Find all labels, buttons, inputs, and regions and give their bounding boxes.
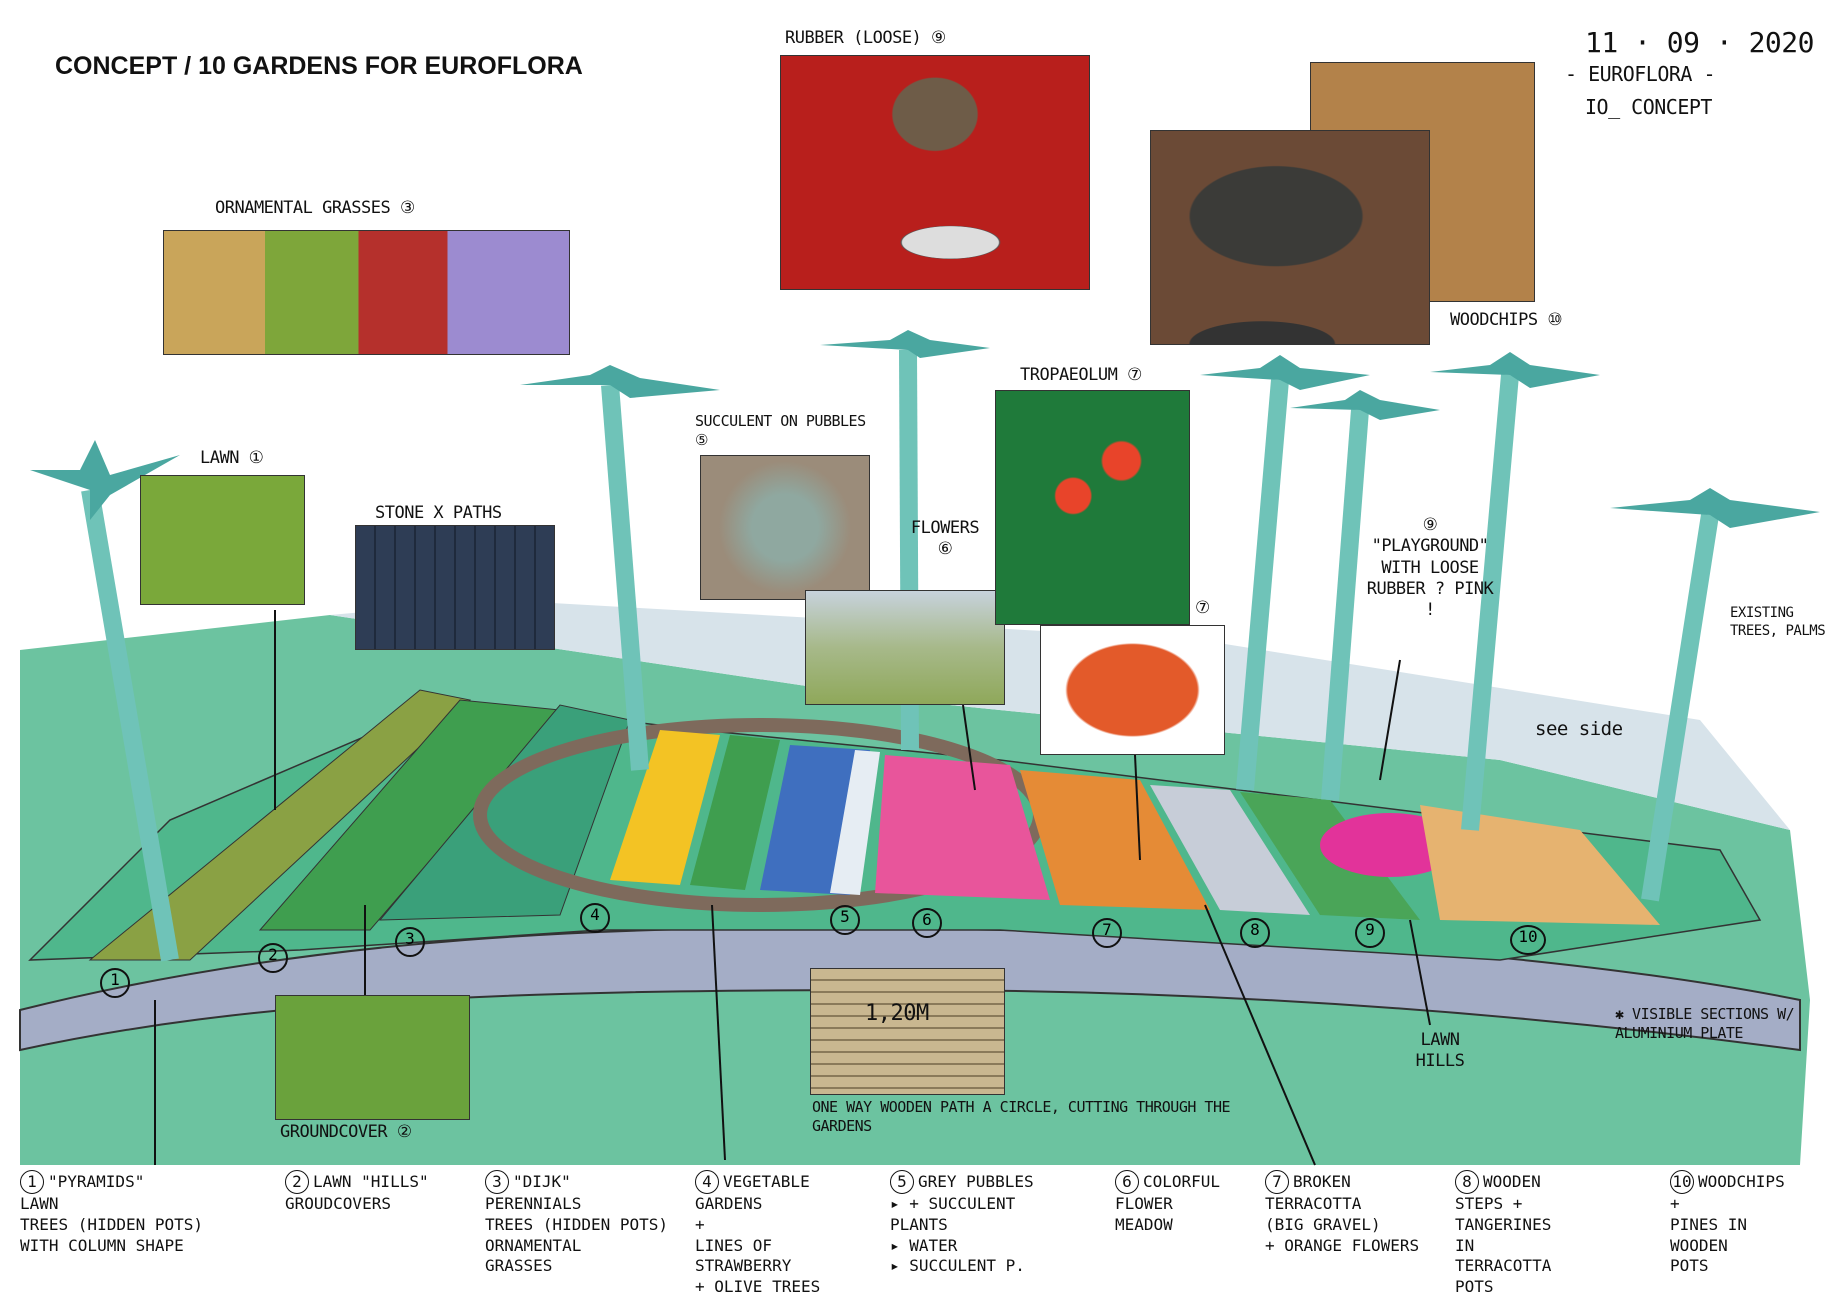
legend-text: LAWN "HILLS" GROUDCOVERS bbox=[285, 1172, 429, 1213]
label-terracotta: ⑦ bbox=[1195, 598, 1210, 618]
zone-number: 8 bbox=[1240, 918, 1270, 948]
palm-trees bbox=[81, 349, 1719, 962]
legend-number: 4 bbox=[695, 1170, 719, 1194]
label-rubber: RUBBER (LOOSE) ⑨ bbox=[785, 28, 946, 48]
photo-wooden-path bbox=[810, 968, 1005, 1095]
zone-6-pink bbox=[875, 755, 1050, 900]
legend-number: 5 bbox=[890, 1170, 914, 1194]
zone-1-pyramids bbox=[88, 689, 472, 961]
zone-number: 7 bbox=[1092, 918, 1122, 948]
label-flowers: FLOWERS ⑥ bbox=[910, 518, 980, 560]
photo-rubber-loose bbox=[780, 55, 1090, 290]
date: 11 · 09 · 2020 bbox=[1585, 26, 1815, 59]
legend-text: COLORFUL FLOWER MEADOW bbox=[1115, 1172, 1221, 1234]
photo-succulent bbox=[700, 455, 870, 600]
photo-ornamental-grasses bbox=[163, 230, 570, 355]
zone-number: 9 bbox=[1355, 918, 1385, 948]
legend-text: VEGETABLE GARDENS + LINES OF STRAWBERRY … bbox=[695, 1172, 821, 1297]
legend-text: GREY PUBBLES ▸ + SUCCULENT PLANTS ▸ WATE… bbox=[890, 1172, 1034, 1276]
zone-number: 1 bbox=[100, 968, 130, 998]
legend-number: 10 bbox=[1670, 1170, 1694, 1194]
zone-8-grey bbox=[1150, 785, 1310, 915]
legend-text: WOODCHIPS + PINES IN WOODEN POTS bbox=[1670, 1172, 1785, 1276]
label-tropaeolum: TROPAEOLUM ⑦ bbox=[1020, 365, 1142, 385]
legend-text: BROKEN TERRACOTTA (BIG GRAVEL) + ORANGE … bbox=[1265, 1172, 1420, 1255]
note-lawn-hills: LAWN HILLS bbox=[1415, 1030, 1465, 1072]
zone-number: 3 bbox=[395, 927, 425, 957]
photo-stone-paths bbox=[355, 525, 555, 650]
zone-4-yellow bbox=[610, 730, 720, 885]
note-playground: ⑨ "PLAYGROUND" WITH LOOSE RUBBER ? PINK … bbox=[1366, 515, 1494, 620]
legend-number: 2 bbox=[285, 1170, 309, 1194]
label-succulent: SUCCULENT ON PUBBLES ⑤ bbox=[695, 412, 866, 449]
photo-flower-meadow bbox=[805, 590, 1005, 705]
page-title: CONCEPT / 10 GARDENS FOR EUROFLORA bbox=[55, 52, 583, 80]
legend-number: 1 bbox=[20, 1170, 44, 1194]
label-woodchips: WOODCHIPS ⑩ bbox=[1450, 310, 1563, 330]
zone-10-woodchips bbox=[1420, 805, 1660, 925]
photo-lawn bbox=[140, 475, 305, 605]
photo-tropaeolum bbox=[995, 390, 1190, 625]
legend-text: "DIJK" PERENNIALS TREES (HIDDEN POTS) OR… bbox=[485, 1172, 669, 1276]
legend-number: 7 bbox=[1265, 1170, 1289, 1194]
legend-text: "PYRAMIDS" LAWN TREES (HIDDEN POTS) WITH… bbox=[20, 1172, 204, 1255]
label-grasses: ORNAMENTAL GRASSES ③ bbox=[215, 198, 415, 218]
annotation-arrows bbox=[154, 610, 1431, 1166]
note-visible-sections: ✱ VISIBLE SECTIONS W/ ALUMINIUM PLATE bbox=[1615, 1005, 1795, 1042]
legend-number: 8 bbox=[1455, 1170, 1479, 1194]
label-groundcover: GROUNDCOVER ② bbox=[280, 1122, 412, 1142]
zone-7-orange bbox=[1020, 770, 1210, 910]
label-stone-paths: STONE X PATHS bbox=[375, 503, 502, 523]
legend-item-1: 1"PYRAMIDS" LAWN TREES (HIDDEN POTS) WIT… bbox=[20, 1170, 203, 1256]
note-see-side: see side bbox=[1535, 718, 1623, 740]
label-lawn: LAWN ① bbox=[200, 448, 264, 468]
header-note-2: IO_ CONCEPT bbox=[1585, 95, 1712, 119]
zone-number: 5 bbox=[830, 905, 860, 935]
path-width: 1,20m bbox=[865, 1001, 929, 1026]
legend-number: 3 bbox=[485, 1170, 509, 1194]
photo-broken-terracotta bbox=[1040, 625, 1225, 755]
legend-text: WOODEN STEPS + TANGERINES IN TERRACOTTA … bbox=[1455, 1172, 1552, 1297]
zone-number: 10 bbox=[1510, 925, 1546, 955]
zone-4-green bbox=[690, 735, 780, 890]
header-note-1: - EUROFLORA - bbox=[1565, 62, 1716, 86]
photo-stepping-stones bbox=[1150, 130, 1430, 345]
zone-number: 2 bbox=[258, 943, 288, 973]
palm-crowns bbox=[30, 330, 1820, 528]
photo-groundcover bbox=[275, 995, 470, 1120]
zone-5-white bbox=[830, 750, 880, 895]
note-existing-trees: EXISTING TREES, PALMS bbox=[1730, 605, 1826, 639]
legend-number: 6 bbox=[1115, 1170, 1139, 1194]
label-wooden-path: ONE WAY WOODEN PATH A CIRCLE, CUTTING TH… bbox=[812, 1098, 1231, 1135]
zone-number: 4 bbox=[580, 903, 610, 933]
legend-item-3: 3"DIJK" PERENNIALS TREES (HIDDEN POTS) O… bbox=[485, 1170, 668, 1277]
zone-number: 6 bbox=[912, 908, 942, 938]
